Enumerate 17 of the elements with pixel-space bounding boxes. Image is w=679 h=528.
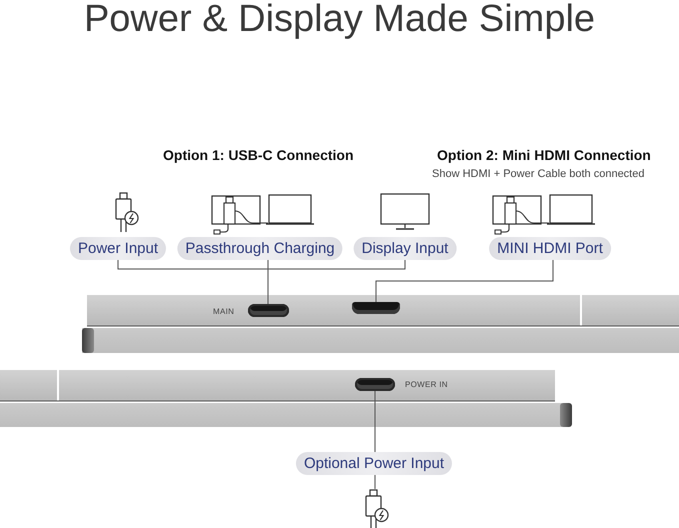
callout-label: Passthrough Charging [177, 237, 343, 260]
callout-label: Optional Power Input [296, 452, 452, 475]
callout-label: Power Input [70, 237, 166, 260]
port-label: POWER IN [405, 380, 448, 389]
usb-c-port [248, 304, 289, 317]
leader-line [374, 474, 376, 490]
subheading: Show HDMI + Power Cable both connected [432, 168, 644, 180]
mini-hdmi-port [352, 302, 400, 314]
port-label: MAIN [213, 307, 234, 316]
callout-label: MINI HDMI Port [489, 237, 611, 260]
option-heading: Option 2: Mini HDMI Connection [437, 147, 651, 163]
usb-c-port [355, 378, 395, 391]
leader-line [374, 390, 376, 452]
leader-line [376, 260, 554, 302]
callout-label: Display Input [354, 237, 456, 260]
option-heading: Option 1: USB-C Connection [163, 147, 354, 163]
page-title: Power & Display Made Simple [84, 0, 596, 41]
